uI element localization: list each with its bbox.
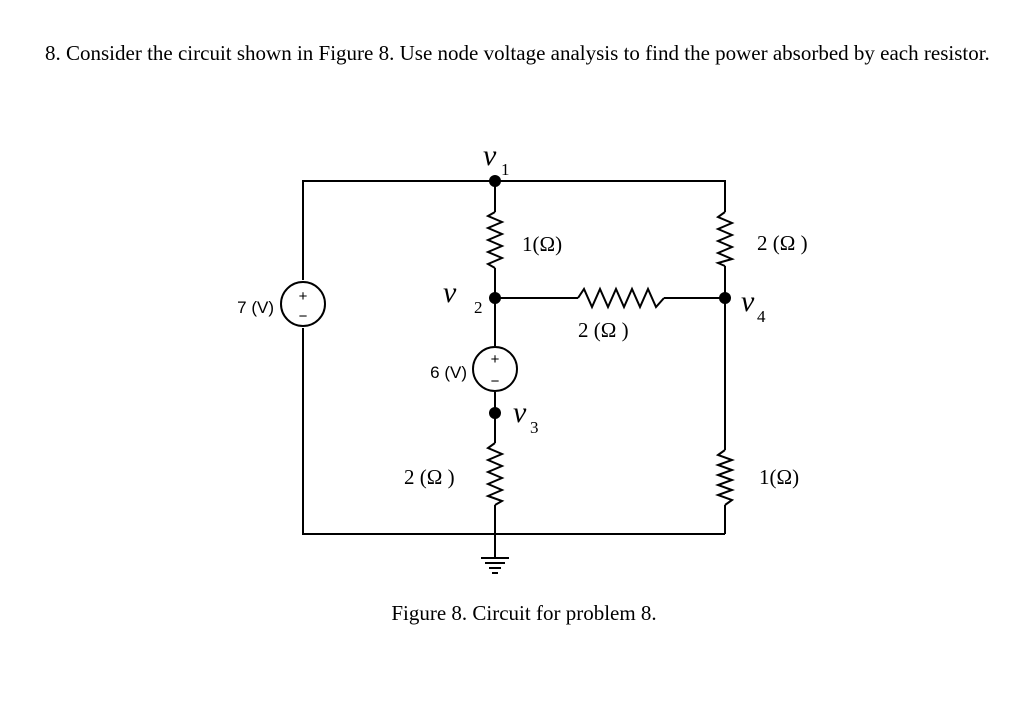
source-circle-middle-icon bbox=[472, 346, 518, 392]
problem-statement: 8. Consider the circuit shown in Figure … bbox=[45, 41, 990, 65]
source-left-label: 7 (V) bbox=[237, 298, 274, 317]
node-v4-subscript: 4 bbox=[757, 307, 766, 326]
node-v4-dot bbox=[719, 292, 731, 304]
node-v1-dot bbox=[489, 175, 501, 187]
resistor-v3-ground bbox=[485, 442, 505, 506]
node-label-v1: v 1 bbox=[483, 139, 510, 179]
resistor-v3-ground-label: 2 (Ω ) bbox=[404, 465, 455, 489]
node-v3-subscript: 3 bbox=[530, 418, 539, 437]
source-middle-plus: + bbox=[491, 351, 500, 368]
node-v3-letter: v bbox=[513, 396, 527, 429]
source-left-plus: + bbox=[299, 288, 308, 305]
ground-icon bbox=[481, 557, 509, 574]
node-label-v2: v 2 bbox=[443, 276, 483, 317]
source-middle-label: 6 (V) bbox=[430, 363, 467, 382]
node-v4-letter: v bbox=[741, 285, 755, 318]
node-v1-subscript: 1 bbox=[501, 160, 510, 179]
wire-left-bottom bbox=[302, 328, 725, 535]
voltage-source-left: + − bbox=[280, 281, 326, 327]
resistor-v1-v4-label: 2 (Ω ) bbox=[757, 231, 808, 255]
resistor-v1-v2 bbox=[485, 211, 505, 269]
voltage-source-middle: + − bbox=[472, 346, 518, 392]
resistor-v4-ground-label: 1(Ω) bbox=[759, 465, 799, 489]
resistor-v1-v4 bbox=[715, 211, 735, 267]
node-label-v4: v 4 bbox=[741, 285, 766, 326]
source-circle-left-icon bbox=[280, 281, 326, 327]
resistor-v4-ground bbox=[715, 449, 735, 506]
node-v3-dot bbox=[489, 407, 501, 419]
wire-top bbox=[302, 180, 726, 280]
node-label-v3: v 3 bbox=[513, 396, 539, 437]
node-v2-subscript: 2 bbox=[474, 298, 483, 317]
node-v2-letter: v bbox=[443, 276, 457, 309]
source-middle-minus: − bbox=[491, 373, 500, 390]
node-v1-letter: v bbox=[483, 139, 497, 172]
resistor-v2-v4 bbox=[577, 286, 665, 310]
node-v2-dot bbox=[489, 292, 501, 304]
figure-caption: Figure 8. Circuit for problem 8. bbox=[391, 601, 656, 625]
source-left-minus: − bbox=[299, 308, 308, 325]
resistor-v1-v2-label: 1(Ω) bbox=[522, 232, 562, 256]
resistor-v2-v4-label: 2 (Ω ) bbox=[578, 318, 629, 342]
